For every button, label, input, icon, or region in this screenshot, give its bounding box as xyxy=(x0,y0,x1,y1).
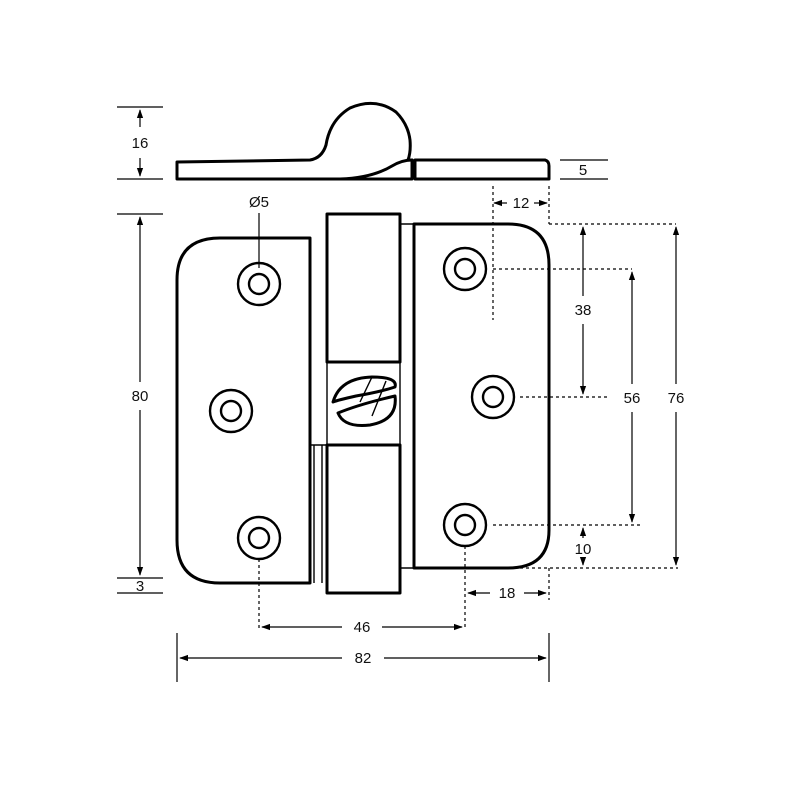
dim-hole-edge-offset-label: 18 xyxy=(499,585,516,602)
dimension-lines xyxy=(117,106,680,682)
top-view-knuckle-joint xyxy=(338,158,414,181)
knuckle-lower xyxy=(325,443,402,595)
knuckle-upper xyxy=(325,212,402,364)
dim-leaf-thickness-label: 5 xyxy=(579,162,587,179)
dimension-labels: 16 5 Ø5 12 38 56 76 80 3 10 18 46 82 xyxy=(132,135,685,667)
spring-coil xyxy=(331,375,397,427)
top-view-left-leaf xyxy=(175,101,414,181)
hole-left-top xyxy=(236,261,282,307)
left-leaf xyxy=(175,236,312,585)
hole-right-bottom xyxy=(442,502,488,548)
dim-overall-width-label: 82 xyxy=(355,650,372,667)
dim-hole-center-spacing-label: 46 xyxy=(354,619,371,636)
hinge-top-view xyxy=(175,101,551,181)
hole-left-bottom xyxy=(236,515,282,561)
hinge-front-view xyxy=(175,212,551,595)
hole-right-top xyxy=(442,246,488,292)
dim-leaf-height-label: 80 xyxy=(132,388,149,405)
dim-hole-bottom-offset-label: 10 xyxy=(575,541,592,558)
right-leaf xyxy=(412,222,551,570)
knuckle-edge-lines xyxy=(310,223,414,583)
dim-bottom-offset-label: 3 xyxy=(136,578,144,595)
dim-hole-spacing-mid-label: 56 xyxy=(624,390,641,407)
dim-hole-spacing-small-label: 38 xyxy=(575,302,592,319)
dim-hole-diameter-label: Ø5 xyxy=(249,194,269,211)
dim-knuckle-height-label: 16 xyxy=(132,135,149,152)
dim-hole-spacing-large-label: 76 xyxy=(668,390,685,407)
hole-left-middle xyxy=(208,388,254,434)
top-view-right-leaf xyxy=(413,158,551,181)
hole-right-middle xyxy=(470,374,516,420)
dim-edge-to-hole-label: 12 xyxy=(513,195,530,212)
